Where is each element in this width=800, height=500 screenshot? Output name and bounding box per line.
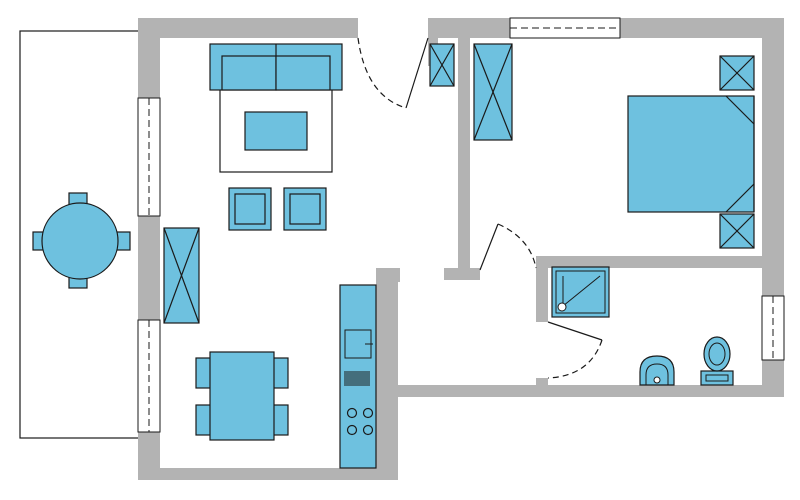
stove-burner-icon <box>346 407 358 419</box>
living-room-furniture <box>163 43 343 324</box>
wall-partition-stub <box>444 268 480 280</box>
window-left-lower <box>137 319 161 433</box>
wall-left-middle <box>138 216 160 320</box>
washbasin-icon <box>639 355 675 386</box>
stove-burner-icon <box>346 424 358 436</box>
wall-kitchen-stub <box>376 268 400 282</box>
kitchen <box>339 284 377 469</box>
window-left-upper <box>137 97 161 217</box>
sofa-icon <box>209 43 343 91</box>
wall-top-right-b <box>620 18 784 38</box>
wall-bedroom-left <box>428 18 438 66</box>
wardrobe-icon <box>473 43 513 141</box>
door-bathroom <box>547 321 603 379</box>
wall-bath-left <box>536 256 548 322</box>
nightstand-bottom <box>719 213 755 249</box>
window-top <box>509 17 621 39</box>
shower-icon <box>551 266 610 318</box>
window-bathroom <box>761 295 785 361</box>
nightstand-top <box>719 55 755 91</box>
coffee-table-icon <box>244 111 308 151</box>
double-bed-icon <box>627 95 755 213</box>
wall-bath-left-stub <box>536 378 548 397</box>
dining-set <box>195 351 289 441</box>
tv-cabinet-icon <box>163 227 200 324</box>
wall-top-left <box>138 18 358 38</box>
wall-bedroom-bath <box>536 256 784 268</box>
kitchen-counter-icon <box>339 284 377 469</box>
stove-burner-icon <box>362 424 374 436</box>
walls <box>138 18 784 480</box>
bathroom-fixtures <box>551 266 734 386</box>
sink-icon <box>344 329 373 359</box>
wall-bottom-left <box>138 468 398 480</box>
wall-top-right-a <box>428 18 510 38</box>
armchair-right <box>283 187 327 231</box>
stove-icon <box>346 407 374 436</box>
hall-wardrobe <box>429 43 455 87</box>
door-entrance <box>357 37 429 109</box>
wall-bottom-right <box>376 385 784 397</box>
dishwasher-icon <box>344 371 370 386</box>
bedroom-furniture <box>473 43 755 249</box>
balcony <box>19 30 141 439</box>
dining-table-icon <box>209 351 275 441</box>
wall-right-upper <box>762 18 784 296</box>
windows <box>137 17 785 433</box>
armchair-left <box>228 187 272 231</box>
doors <box>357 37 603 379</box>
door-bedroom <box>479 223 537 271</box>
toilet-icon <box>700 336 734 386</box>
wall-right-lower <box>762 360 784 397</box>
wall-bedroom-partition <box>458 38 470 274</box>
balcony-table-set <box>32 192 131 289</box>
stove-burner-icon <box>362 407 374 419</box>
round-table-icon <box>41 202 119 280</box>
wall-kitchen-right <box>376 268 398 480</box>
